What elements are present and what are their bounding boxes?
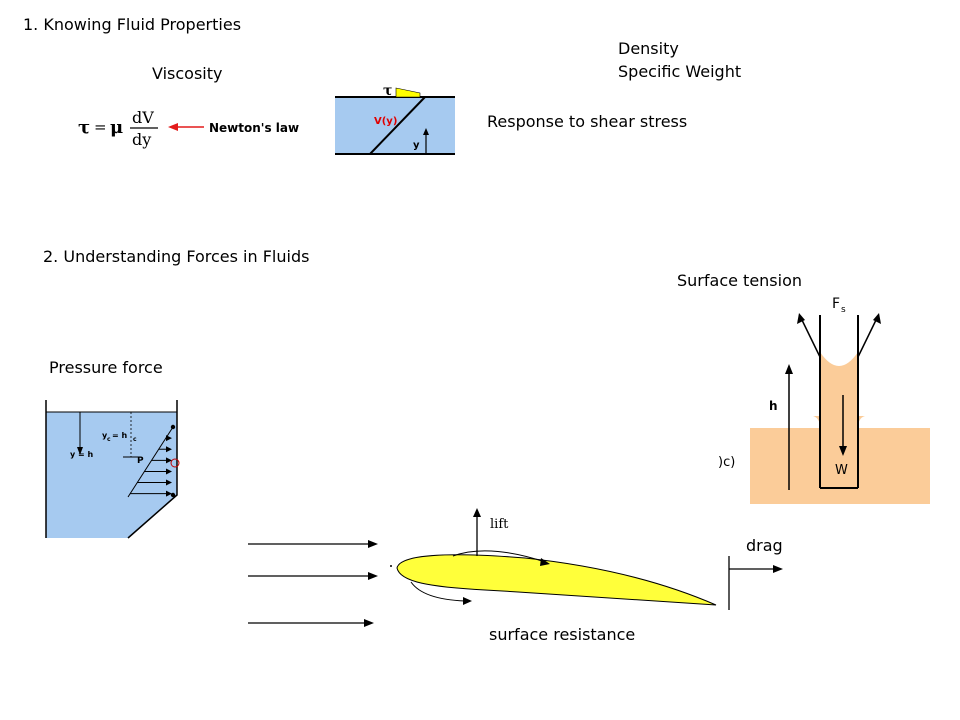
lift-arrowhead <box>473 508 481 517</box>
y-axis-arrowhead <box>423 128 429 135</box>
left-meniscus-foot <box>813 416 820 428</box>
pressure-tank-diagram: y = h y c = h c P <box>45 400 180 539</box>
velocity-profile-line <box>369 96 426 155</box>
section2-heading: 2. Understanding Forces in Fluids <box>43 247 310 266</box>
upper-flow-arrowhead <box>540 558 550 566</box>
weight-arrowhead <box>839 446 847 456</box>
fraction-numerator: dV <box>132 108 154 127</box>
y-h-arrowhead <box>77 447 83 455</box>
surface-tension-label: Surface tension <box>677 271 803 290</box>
shear-force-arrow <box>395 87 421 98</box>
mu-symbol: μ <box>110 117 123 138</box>
lower-flow-arrowhead <box>463 597 472 605</box>
drag-arrowhead <box>773 565 783 573</box>
pressure-arrowhead <box>166 479 172 486</box>
left-tension-arrow <box>800 317 821 358</box>
w-label: W <box>835 463 848 478</box>
newtons-law-label: Newton's law <box>209 121 299 135</box>
viscosity-label: Viscosity <box>152 64 223 83</box>
partial-hidden-label: )c) <box>718 455 735 470</box>
section1-heading: 1. Knowing Fluid Properties <box>23 15 242 34</box>
shear-tau-label: τ <box>383 83 392 99</box>
pressure-arrowhead <box>166 446 172 453</box>
pressure-arrowhead <box>166 468 172 475</box>
drag-label: drag <box>746 536 783 555</box>
surface-resistance-label: surface resistance <box>489 625 635 644</box>
tau-symbol: τ <box>78 117 90 138</box>
fluid-layer <box>335 97 455 154</box>
hc-subscript: c <box>133 436 137 443</box>
specific-weight-label: Specific Weight <box>618 62 742 81</box>
gate-top-pin <box>170 424 176 430</box>
right-meniscus-foot <box>858 416 865 428</box>
fs-label: F <box>832 296 840 312</box>
pressure-force-label: Pressure force <box>49 358 163 377</box>
eq-hc-label: = h <box>112 431 127 440</box>
equals-sign: = <box>94 118 107 136</box>
pressure-arrowhead <box>166 457 172 464</box>
capillary-diagram: F s h W )c) <box>718 296 930 504</box>
lift-label: lift <box>490 517 509 532</box>
fraction-denominator: dy <box>132 130 151 149</box>
tank-right-wall <box>127 400 178 539</box>
shear-stress-diagram: τ V(y) y <box>335 83 455 155</box>
pressure-arrows <box>130 435 172 497</box>
height-arrowhead <box>785 364 793 374</box>
upper-flow-arc <box>452 550 546 563</box>
left-tension-arrowhead <box>797 313 805 324</box>
pressure-arrowhead <box>166 490 172 497</box>
shear-response-label: Response to shear stress <box>487 112 688 131</box>
capillary-column <box>820 352 858 442</box>
pressure-arrowhead <box>166 435 172 442</box>
right-tension-arrowhead <box>873 313 881 324</box>
pressure-p-label: P <box>137 456 144 466</box>
density-label: Density <box>618 39 679 58</box>
y-eq-h-label: y = h <box>70 450 93 459</box>
lower-flow-arc <box>410 581 466 602</box>
right-tension-arrow <box>857 317 878 358</box>
yc-subscript: c <box>107 436 111 443</box>
meniscus-curve <box>820 352 858 366</box>
tank-water <box>46 412 177 538</box>
fs-subscript: s <box>841 305 846 315</box>
pressure-distribution-line <box>127 426 174 498</box>
airfoil-body <box>396 554 717 606</box>
center-of-pressure-marker <box>170 458 180 468</box>
velocity-label: V(y) <box>374 116 397 127</box>
gate-bottom-pin <box>170 492 176 498</box>
newtons-law-equation: τ = μ dV dy Newton's law <box>78 108 299 149</box>
law-arrowhead <box>168 123 178 131</box>
airfoil-diagram: lift drag surface resistance <box>248 508 783 644</box>
y-label: y <box>413 140 420 151</box>
freestream-arrows <box>248 540 378 627</box>
h-label: h <box>769 399 778 413</box>
yc-label: y <box>102 431 108 440</box>
